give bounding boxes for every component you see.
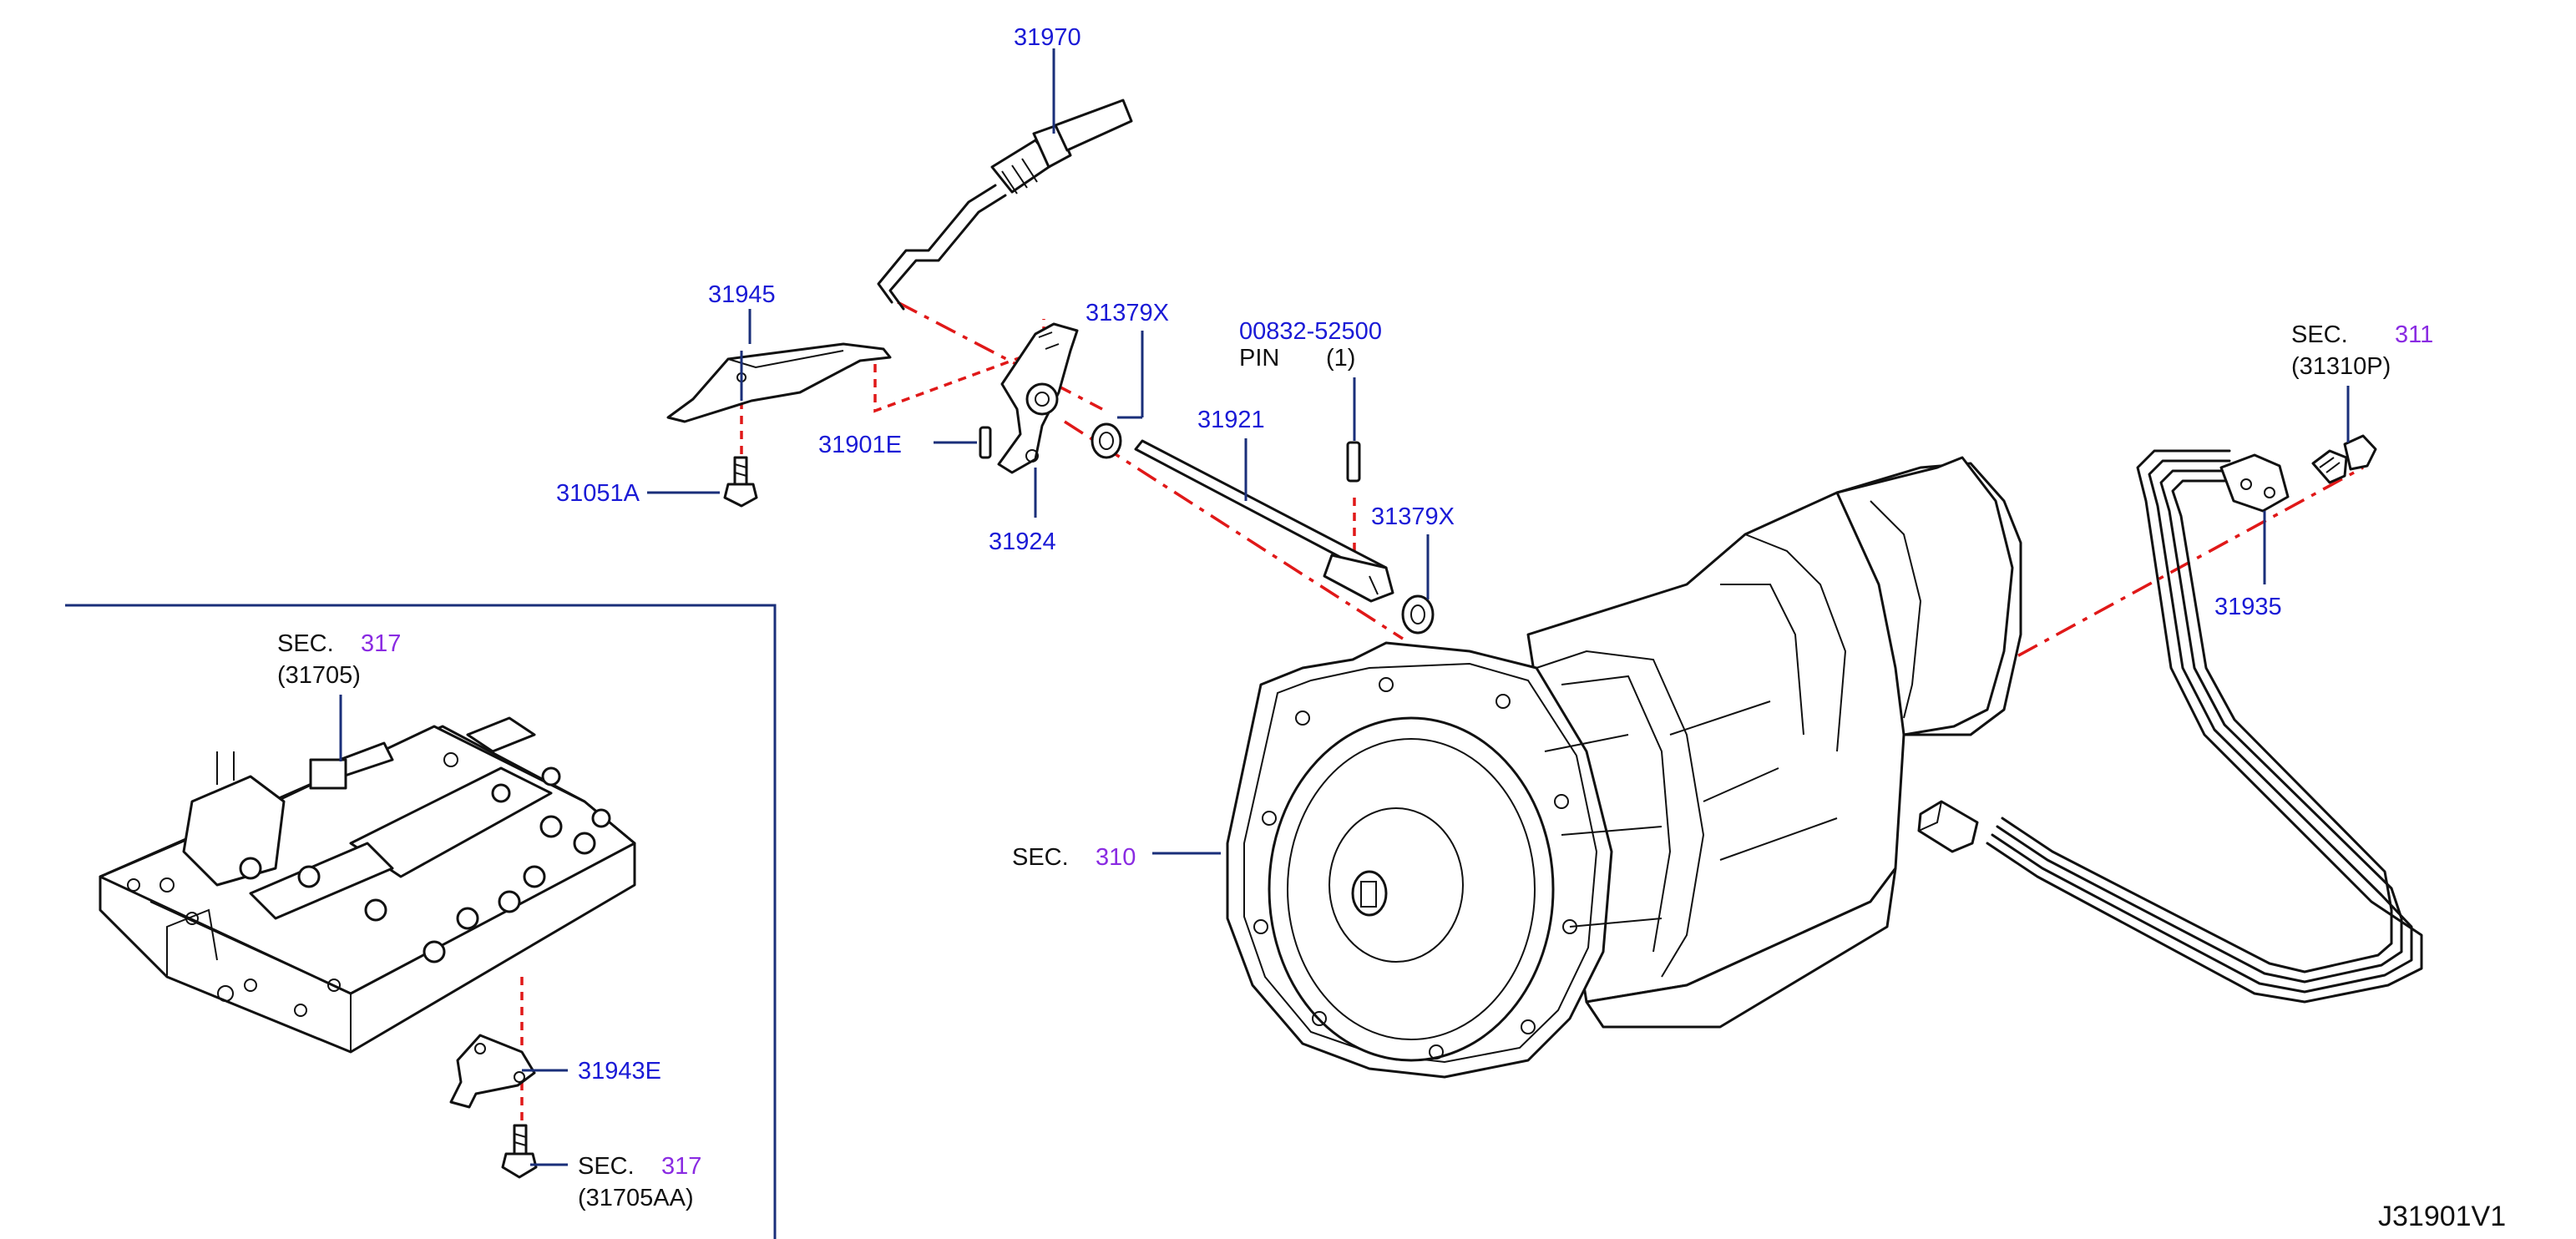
- part-31945-bracket: [666, 342, 892, 423]
- label-sec-311-ref: (31310P): [2291, 353, 2391, 380]
- part-00832-52500-pin: [1346, 441, 1361, 483]
- transmission-assembly: [1226, 456, 2022, 1079]
- label-31935: 31935: [2214, 594, 2282, 620]
- label-pin-qty: (1): [1326, 345, 1355, 372]
- label-pin-number: 00832-52500: [1239, 318, 1382, 345]
- label-31379x-upper: 31379X: [1086, 300, 1169, 326]
- label-31945: 31945: [708, 281, 776, 308]
- label-pin: PIN: [1239, 345, 1279, 372]
- part-31310p-bolt: [2311, 434, 2377, 484]
- labels: 31970 31945 31379X 00832-52500 PIN (1) 3…: [277, 24, 2506, 1232]
- part-31051a-bolt: [723, 456, 758, 508]
- label-sec-310-number: 310: [1096, 844, 1136, 871]
- label-31924: 31924: [989, 528, 1056, 555]
- label-31970: 31970: [1014, 24, 1081, 51]
- label-31379x-lower: 31379X: [1371, 503, 1455, 530]
- part-31943e-bracket: [449, 1034, 536, 1109]
- label-sec-317-top-number: 317: [361, 630, 401, 657]
- label-sec-317-bottom-ref: (31705AA): [578, 1185, 694, 1211]
- part-31921-shaft: [1134, 439, 1394, 603]
- diagram-id: J31901V1: [2378, 1201, 2506, 1232]
- part-31970-cable: [877, 99, 1133, 311]
- label-sec-310-prefix: SEC.: [1012, 844, 1069, 871]
- label-sec-317-bottom-number: 317: [661, 1153, 701, 1180]
- part-31379x-washer-upper: [1091, 422, 1122, 459]
- label-31943e: 31943E: [578, 1058, 661, 1085]
- part-31705aa-bolt: [501, 1124, 538, 1179]
- label-sec-311-number: 311: [2395, 321, 2433, 348]
- label-sec-317-top-prefix: SEC.: [277, 630, 334, 657]
- label-31921: 31921: [1197, 407, 1265, 433]
- part-31901e-pin: [979, 426, 992, 459]
- inset-frame: [65, 604, 777, 1239]
- label-sec-317-top-ref: (31705): [277, 662, 361, 689]
- label-31901e: 31901E: [818, 432, 902, 458]
- part-31924-lever: [997, 322, 1079, 474]
- leader-lines: [339, 48, 2350, 1166]
- label-sec-317-bottom-prefix: SEC.: [578, 1153, 635, 1180]
- label-sec-311-prefix: SEC.: [2291, 321, 2348, 348]
- label-31051a: 31051A: [556, 480, 640, 507]
- valve-body-31705: [99, 716, 636, 1054]
- part-31379x-washer-lower: [1401, 594, 1435, 635]
- part-31935-harness: [1917, 449, 2423, 1004]
